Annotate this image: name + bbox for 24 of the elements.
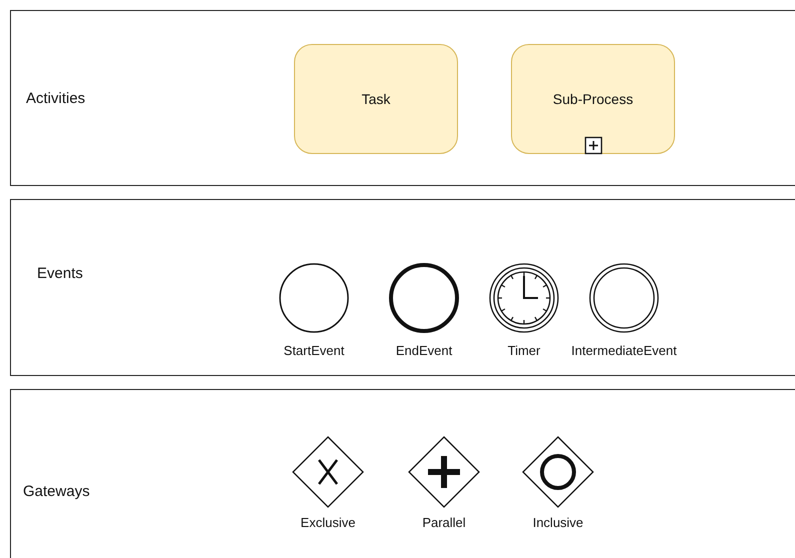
event-circle bbox=[389, 263, 459, 333]
gateway-diamond bbox=[293, 437, 363, 507]
lane-heading: Gateways bbox=[23, 483, 90, 500]
symbol-label: Exclusive bbox=[300, 515, 356, 530]
symbol-label: IntermediateEvent bbox=[571, 343, 677, 358]
event-circle bbox=[279, 263, 349, 333]
event-circle bbox=[489, 263, 559, 333]
task-box bbox=[294, 44, 458, 154]
gateway-diamond bbox=[523, 437, 593, 507]
lane-band bbox=[10, 10, 795, 186]
lane-heading: Events bbox=[37, 265, 83, 282]
symbol-label: EndEvent bbox=[396, 343, 452, 358]
event-circle bbox=[589, 263, 659, 333]
lane-band bbox=[10, 389, 795, 558]
task-label: Sub-Process bbox=[552, 91, 634, 107]
symbol-label: Parallel bbox=[422, 515, 466, 530]
symbol-label: StartEvent bbox=[284, 343, 344, 358]
lane-band bbox=[10, 199, 795, 376]
symbol-label: Inclusive bbox=[532, 515, 584, 530]
task-label: Task bbox=[362, 91, 390, 107]
subprocess-box bbox=[511, 44, 675, 154]
symbol-label: Timer bbox=[508, 343, 540, 358]
lane-heading: Activities bbox=[26, 90, 86, 107]
gateway-diamond bbox=[409, 437, 479, 507]
